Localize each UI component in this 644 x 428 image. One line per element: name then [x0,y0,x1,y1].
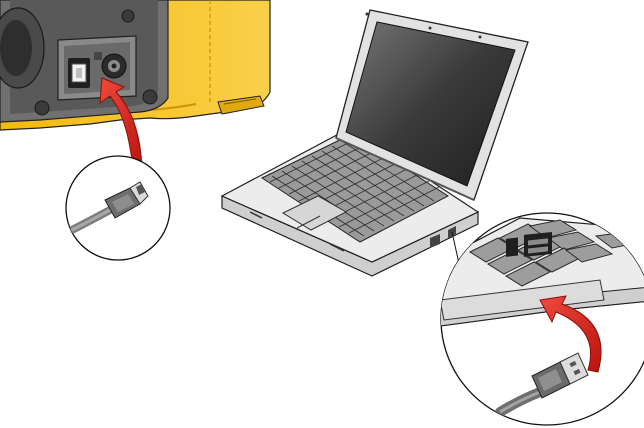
mini-usb-cable-closeup [60,156,170,260]
laptop-usb-port-closeup [440,213,644,425]
meter-with-usb-mini-port [0,0,270,130]
